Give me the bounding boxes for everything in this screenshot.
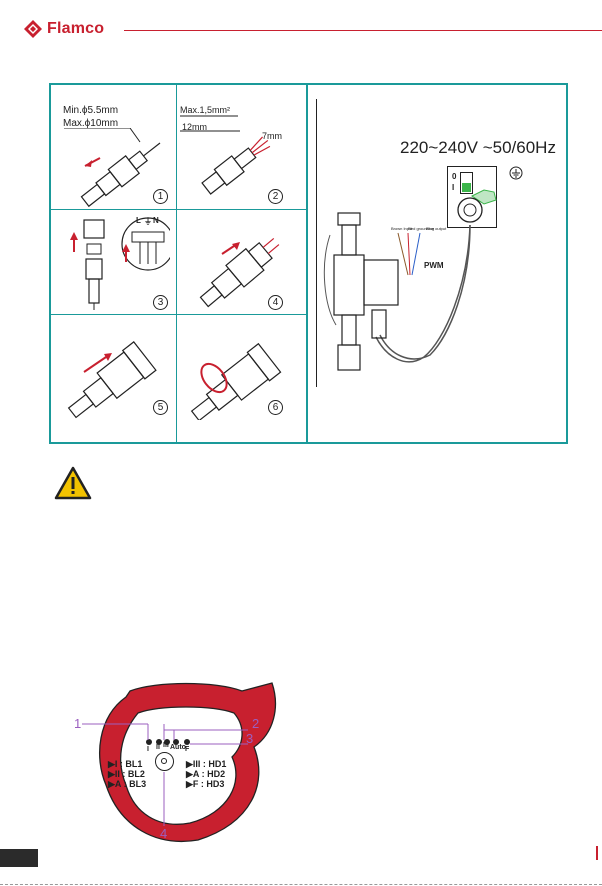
- wire-label-blue: Blue output: [426, 226, 446, 231]
- step3-terminal-L: L: [136, 216, 141, 225]
- step1-min-label: Min.ϕ5.5mm: [63, 105, 118, 116]
- step5-number: 5: [153, 400, 168, 415]
- step6-rotate-illustration: [186, 320, 302, 420]
- wiring-inner-rule: [316, 99, 317, 387]
- flamco-logo-icon: [24, 20, 42, 38]
- page-number-tab: [0, 849, 38, 867]
- supply-voltage-label: 220~240V ~50/60Hz: [400, 138, 556, 158]
- pwm-label: PWM: [424, 261, 444, 270]
- step2-area-label: Max.1,5mm²: [180, 105, 230, 115]
- pump-wiring-illustration: [320, 205, 510, 390]
- step4-number: 4: [268, 295, 283, 310]
- frame-divider-steps: [176, 85, 177, 442]
- step3-number: 3: [153, 295, 168, 310]
- frame-row-1: [51, 209, 306, 210]
- ground-symbol-icon: [509, 166, 523, 180]
- switch-off-label: 0: [452, 172, 456, 181]
- step2-number: 2: [268, 189, 283, 204]
- step2-wire-strip-illustration: [180, 115, 302, 205]
- switch-on-label: I: [452, 183, 454, 192]
- callout-2: 2: [252, 716, 259, 731]
- frame-row-2: [51, 314, 306, 315]
- step3-terminal-N: N: [153, 216, 159, 225]
- step1-number: 1: [153, 189, 168, 204]
- brand-logo: Flamco: [24, 20, 104, 38]
- step4-assembly-illustration: [182, 214, 302, 310]
- warning-triangle-icon: [54, 466, 92, 500]
- step6-number: 6: [268, 400, 283, 415]
- callout-4: 4: [160, 826, 167, 841]
- margin-tick: [596, 846, 598, 860]
- callout-1: 1: [74, 716, 81, 731]
- callout-lines: [80, 718, 260, 828]
- header-rule: [124, 30, 602, 31]
- step3-terminal-illustration: [60, 214, 170, 310]
- brand-name: Flamco: [47, 20, 104, 38]
- frame-divider-main: [306, 83, 308, 444]
- step3-terminal-ground: ⏚: [144, 216, 152, 227]
- callout-3: 3: [246, 731, 253, 746]
